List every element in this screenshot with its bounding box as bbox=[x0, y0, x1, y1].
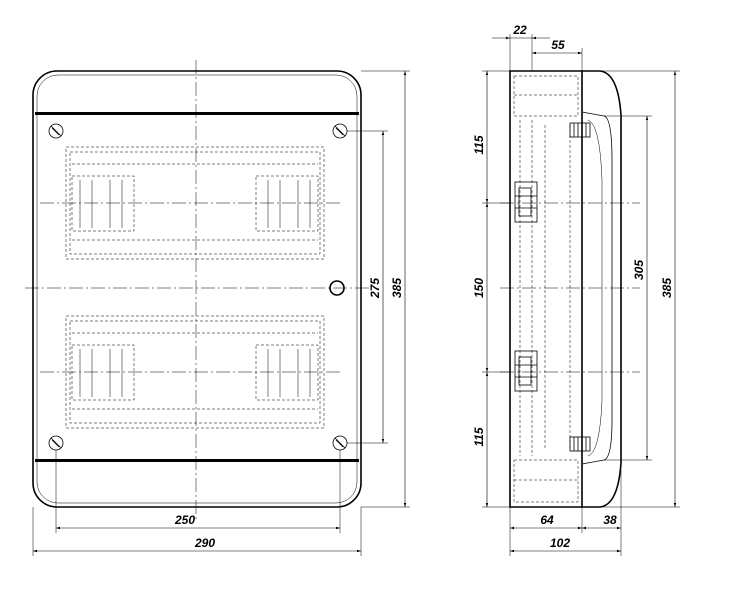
dim-height-total-label: 385 bbox=[660, 278, 674, 298]
side-screw-upper-icon bbox=[569, 122, 591, 138]
side-screw-lower-icon bbox=[569, 436, 591, 452]
dim-height-screw: 275 bbox=[347, 130, 388, 444]
dim-height-cover: 305 bbox=[604, 115, 652, 461]
side-view: 22 55 115 150 115 305 bbox=[472, 23, 680, 556]
dim-height-lower-label: 115 bbox=[472, 427, 486, 446]
dim-height-middle-label: 150 bbox=[472, 278, 486, 298]
dim-height-outer: 385 bbox=[361, 70, 410, 508]
dim-depth-cover-label: 38 bbox=[603, 513, 617, 527]
dim-width-screw-label: 250 bbox=[174, 513, 195, 527]
dim-depth-base-label: 64 bbox=[540, 513, 554, 527]
enclosure-inner-outline bbox=[36, 74, 358, 504]
upper-module-window bbox=[65, 146, 325, 260]
side-base-outline bbox=[509, 70, 583, 508]
dim-height-total: 385 bbox=[600, 70, 680, 508]
dim-heights-left: 115 150 115 bbox=[472, 70, 510, 508]
front-view: 250 290 275 385 bbox=[25, 60, 410, 556]
side-cover-outline bbox=[582, 70, 622, 508]
screw-bottom-right-icon bbox=[332, 435, 348, 451]
dim-height-cover-label: 305 bbox=[632, 260, 646, 280]
screw-top-right-icon bbox=[332, 123, 348, 139]
screw-top-left-icon bbox=[48, 123, 64, 139]
din-rail-upper-icon bbox=[514, 181, 538, 223]
din-rail-lower-icon bbox=[514, 350, 538, 392]
dim-height-screw-label: 275 bbox=[368, 278, 382, 299]
screw-bottom-left-icon bbox=[48, 435, 64, 451]
door-lock-icon bbox=[329, 280, 345, 296]
dim-width-outer: 290 bbox=[32, 507, 362, 556]
dim-width-outer-label: 290 bbox=[194, 536, 215, 550]
dim-depth-top-b: 55 bbox=[532, 38, 583, 71]
dim-depth-top-a-label: 22 bbox=[512, 23, 527, 37]
dim-depth-total-label: 102 bbox=[550, 536, 570, 550]
top-band bbox=[35, 112, 359, 115]
enclosure-outline bbox=[32, 70, 362, 508]
dim-depths-bottom: 64 38 102 bbox=[509, 470, 622, 556]
dim-width-screw: 250 bbox=[55, 450, 341, 533]
dim-depth-top-b-label: 55 bbox=[551, 38, 565, 52]
dim-height-outer-label: 385 bbox=[390, 278, 404, 298]
dim-height-upper-label: 115 bbox=[472, 135, 486, 154]
bottom-band bbox=[35, 459, 359, 462]
dim-depth-top-a: 22 bbox=[492, 23, 550, 71]
